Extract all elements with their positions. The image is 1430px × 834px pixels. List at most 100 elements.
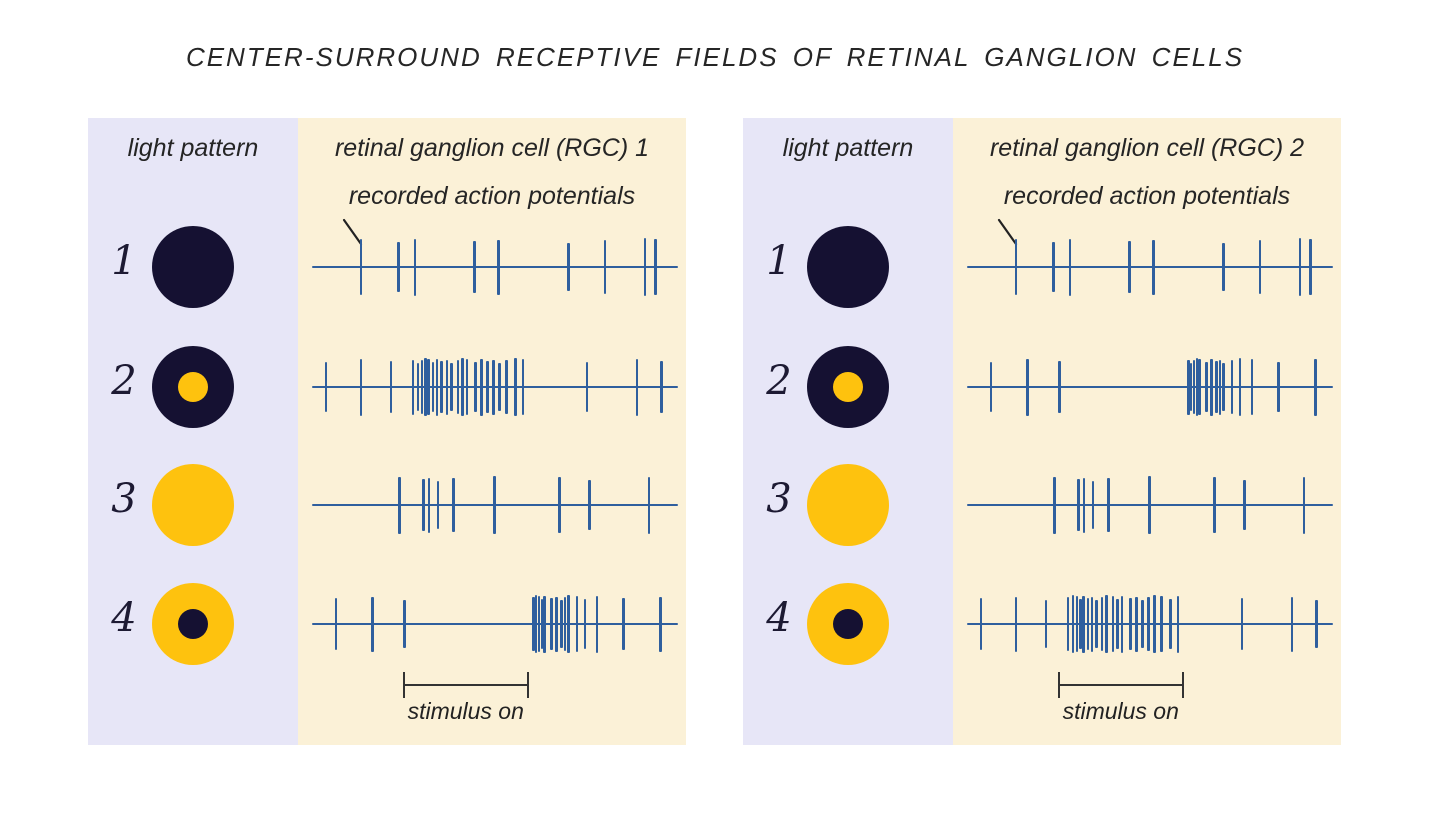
spike-baseline	[312, 265, 678, 269]
spike	[413, 238, 417, 296]
trace-subheader: recorded action potentials	[348, 182, 636, 210]
spike	[575, 596, 579, 652]
spike	[1078, 599, 1082, 649]
spike	[534, 595, 538, 653]
spike	[480, 358, 483, 416]
row-number: 3	[111, 476, 137, 522]
spike	[1298, 238, 1302, 296]
spike	[653, 239, 657, 295]
row-number: 4	[766, 595, 792, 641]
row-number: 1	[766, 238, 792, 284]
stimulus-circle-outer	[152, 346, 234, 428]
spike	[1169, 599, 1172, 649]
bracket-line	[402, 684, 529, 686]
spike	[563, 597, 567, 651]
spike	[389, 361, 393, 413]
spike	[436, 481, 440, 529]
spike	[1238, 358, 1242, 416]
spike	[1111, 596, 1115, 652]
spike	[585, 362, 589, 412]
spike	[1146, 597, 1150, 651]
spike	[1222, 363, 1225, 411]
bracket-line	[1057, 684, 1184, 686]
spike	[493, 476, 496, 534]
trace-subheader: recorded action potentials	[1003, 182, 1291, 210]
spike	[588, 480, 592, 530]
trace-header: retinal ganglion cell (RGC) 1	[334, 134, 650, 162]
spike	[603, 240, 607, 294]
spike	[1095, 600, 1098, 648]
spike	[555, 596, 558, 652]
spike	[420, 360, 424, 414]
spike	[622, 598, 625, 650]
spike	[1107, 478, 1110, 532]
stimulus-circle-outer	[152, 464, 234, 546]
spike	[1198, 359, 1202, 415]
spike	[1277, 362, 1280, 412]
spike	[1116, 599, 1119, 649]
trace-header: retinal ganglion cell (RGC) 2	[989, 134, 1305, 162]
spike-baseline	[312, 622, 678, 626]
spike	[1176, 595, 1180, 653]
bracket-right-cap	[1181, 672, 1184, 698]
spike	[1091, 481, 1095, 529]
spike	[1135, 596, 1138, 652]
spike	[660, 361, 664, 413]
spike	[1160, 596, 1163, 652]
row-number: 3	[766, 476, 792, 522]
spike	[1240, 598, 1244, 650]
spike	[427, 477, 431, 533]
spike	[1290, 596, 1294, 652]
spike	[431, 362, 435, 412]
stimulus-circle-inner	[833, 609, 863, 639]
spike	[550, 598, 553, 650]
spike	[1314, 358, 1317, 416]
spike	[1189, 363, 1193, 411]
spike	[567, 595, 570, 653]
spike	[1141, 600, 1144, 648]
spike	[1071, 595, 1075, 653]
spike	[1053, 476, 1056, 534]
spike	[1105, 595, 1108, 653]
spike	[1195, 358, 1199, 416]
spike	[1066, 597, 1070, 651]
row-number: 4	[111, 595, 137, 641]
spike	[543, 595, 547, 653]
spike	[440, 361, 443, 413]
spike	[1250, 359, 1254, 415]
spike	[1308, 239, 1312, 295]
spike	[473, 241, 476, 293]
diagram-title: CENTER-SURROUND RECEPTIVE FIELDS OF RETI…	[185, 42, 1245, 72]
spike	[445, 359, 449, 415]
stimulus-circle-outer	[152, 226, 234, 308]
spike-baseline	[312, 385, 678, 389]
spike	[1082, 477, 1086, 533]
spike	[435, 358, 439, 416]
spike	[1213, 477, 1216, 533]
stimulus-bracket	[1057, 672, 1184, 698]
spike	[643, 238, 647, 296]
spike	[659, 596, 662, 652]
spike	[1044, 600, 1048, 648]
spike	[1152, 239, 1155, 295]
spike	[647, 476, 651, 534]
spike	[1026, 358, 1029, 416]
spike	[423, 358, 427, 416]
spike	[558, 477, 561, 533]
spike	[403, 600, 406, 648]
spike-baseline	[967, 385, 1333, 389]
spike	[456, 360, 460, 414]
spike	[583, 599, 587, 649]
spike	[396, 242, 400, 292]
stimulus-circle-inner	[178, 609, 208, 639]
trace-column-rgc1: retinal ganglion cell (RGC) 1 recorded a…	[298, 118, 686, 745]
spike	[461, 358, 464, 416]
stimulus-circle-outer	[807, 226, 889, 308]
spike	[1205, 362, 1208, 412]
spike	[497, 239, 500, 295]
stimulus-label: stimulus on	[407, 698, 524, 724]
stimulus-circle-outer	[152, 583, 234, 665]
